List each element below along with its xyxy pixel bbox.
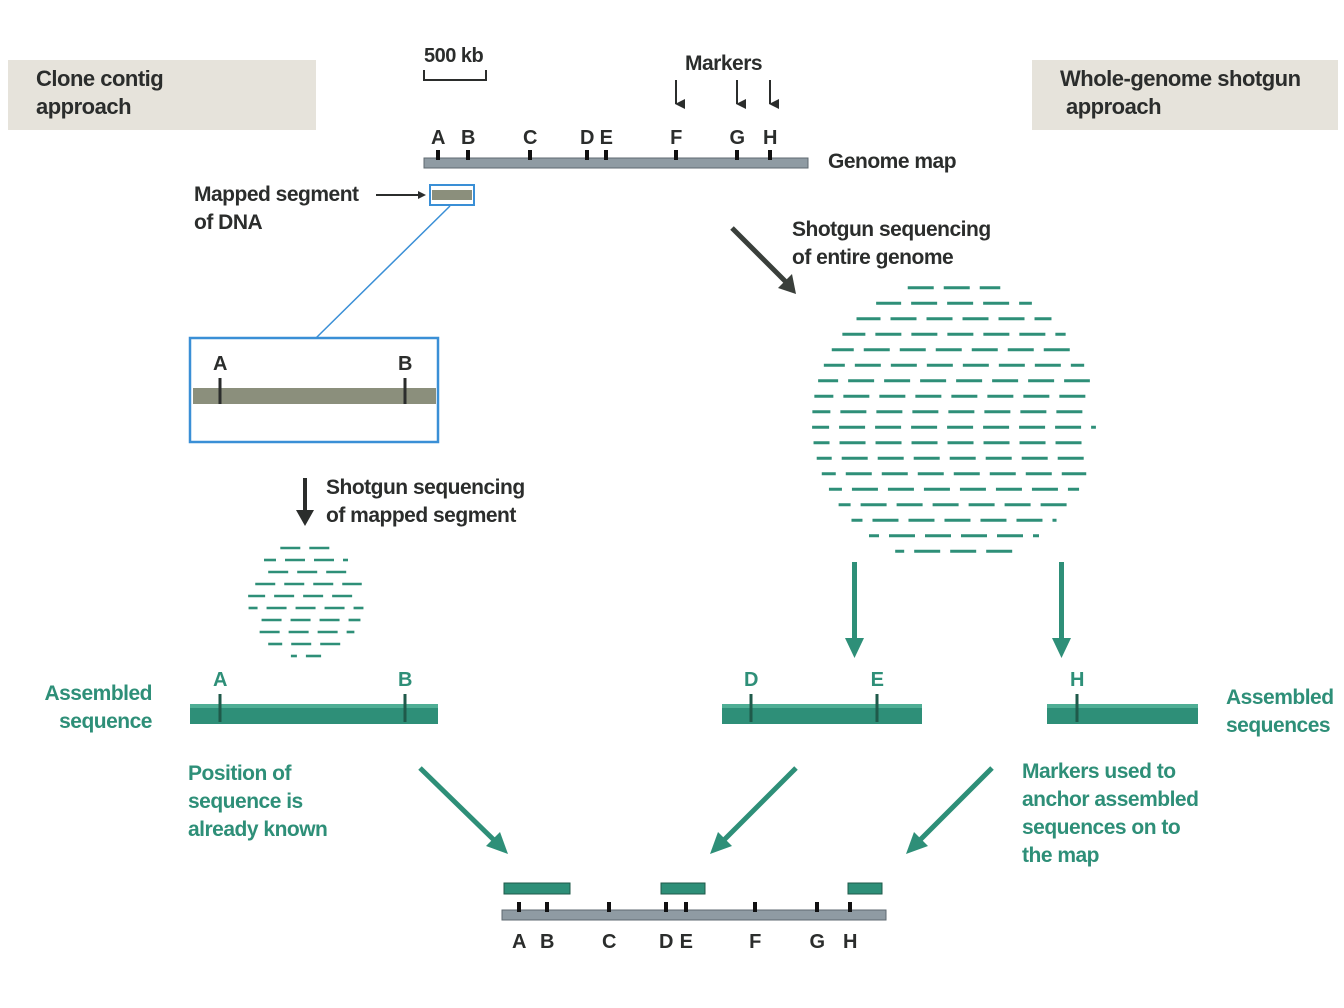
final-genome-map: A B C D E F G H (501, 882, 887, 953)
assembled-left-label-1: Assembled (44, 682, 152, 705)
left-approach-header: Clone contig approach (8, 60, 316, 130)
scale-bar: 500 kb (423, 45, 487, 81)
mapped-segment-label-1: Mapped segment (194, 183, 359, 206)
final-marker-a: A (512, 931, 526, 953)
genome-map-ticks (436, 150, 772, 160)
marker-arrows (675, 80, 779, 109)
anchor-note-line-2: anchor assembled (1022, 788, 1198, 811)
assembled-marker-e: E (871, 669, 884, 691)
marker-label-c: C (523, 127, 537, 149)
final-marker-b: B (540, 931, 554, 953)
final-marker-g: G (809, 931, 824, 953)
genome-map: A B C D E F G H Genome map (423, 127, 957, 173)
marker-label-d: D (580, 127, 594, 149)
final-marker-c: C (602, 931, 616, 953)
shotgun-entire-step: Shotgun sequencing of entire genome (730, 218, 991, 294)
zoomed-segment-bar (193, 388, 436, 404)
down-arrow-icon (296, 510, 314, 526)
position-note-line-3: already known (188, 818, 327, 841)
placement-arrows (418, 766, 994, 854)
shotgun-mapped-step: Shotgun sequencing of mapped segment (296, 476, 525, 527)
zoomed-segment-panel: A B (188, 336, 440, 444)
scale-bar-label: 500 kb (424, 45, 484, 67)
mapped-segment-label-2: of DNA (194, 211, 262, 234)
final-marker-e: E (680, 931, 693, 953)
assembled-sequence-de: D E (722, 669, 922, 724)
shotgun-entire-label-2: of entire genome (792, 246, 953, 269)
shotgun-entire-label-1: Shotgun sequencing (792, 218, 991, 241)
position-note-line-1: Position of (188, 762, 292, 785)
marker-label-a: A (431, 127, 445, 149)
marker-label-g: G (729, 127, 744, 149)
assembled-left-label-2: sequence (59, 710, 152, 733)
marker-label-b: B (461, 127, 475, 149)
position-known-note: Position of sequence is already known (188, 762, 328, 841)
left-header-line-2: approach (36, 94, 131, 119)
markers-label: Markers (685, 52, 762, 75)
marker-label-e: E (600, 127, 613, 149)
shotgun-mapped-label-2: of mapped segment (326, 504, 516, 527)
anchor-note-line-1: Markers used to (1022, 760, 1176, 783)
assembled-left-marker-a: A (213, 669, 227, 691)
assembled-sequence-left: Assembled sequence A B (44, 669, 438, 733)
assembled-left-marker-b: B (398, 669, 412, 691)
large-fragment-cloud (812, 286, 1096, 553)
position-note-line-2: sequence is (188, 790, 303, 813)
anchor-note: Markers used to anchor assembled sequenc… (1022, 760, 1199, 867)
assembled-right-label-1: Assembled (1226, 686, 1334, 709)
zoom-marker-b: B (398, 353, 412, 375)
diagonal-arrow-icon (778, 274, 796, 294)
final-marker-d: D (659, 931, 673, 953)
placed-sequence-ab (503, 882, 571, 895)
zoom-connector-line (315, 205, 451, 339)
genome-map-label: Genome map (828, 150, 956, 173)
final-map-ticks (517, 902, 852, 912)
assembled-sequence-h: H Assembled sequences (1047, 669, 1334, 737)
marker-label-h: H (763, 127, 777, 149)
right-header-line-1: Whole-genome shotgun (1060, 66, 1301, 91)
anchor-note-line-3: sequences on to (1022, 816, 1180, 839)
assembled-marker-h: H (1070, 669, 1084, 691)
final-marker-h: H (843, 931, 857, 953)
mapped-segment: Mapped segment of DNA (194, 183, 475, 339)
assembled-right-label-2: sequences (1226, 714, 1330, 737)
anchor-note-line-4: the map (1022, 844, 1099, 867)
left-header-line-1: Clone contig (36, 66, 163, 91)
assembly-arrows (845, 562, 1071, 658)
shotgun-mapped-label-1: Shotgun sequencing (326, 476, 525, 499)
assembled-marker-d: D (744, 669, 758, 691)
small-fragment-cloud (248, 546, 364, 658)
right-approach-header: Whole-genome shotgun approach (1032, 60, 1338, 130)
zoom-marker-a: A (213, 353, 227, 375)
final-marker-f: F (749, 931, 761, 953)
placed-sequence-de (660, 882, 706, 895)
marker-label-f: F (670, 127, 682, 149)
right-header-line-2: approach (1066, 94, 1161, 119)
placed-sequence-h (847, 882, 883, 895)
